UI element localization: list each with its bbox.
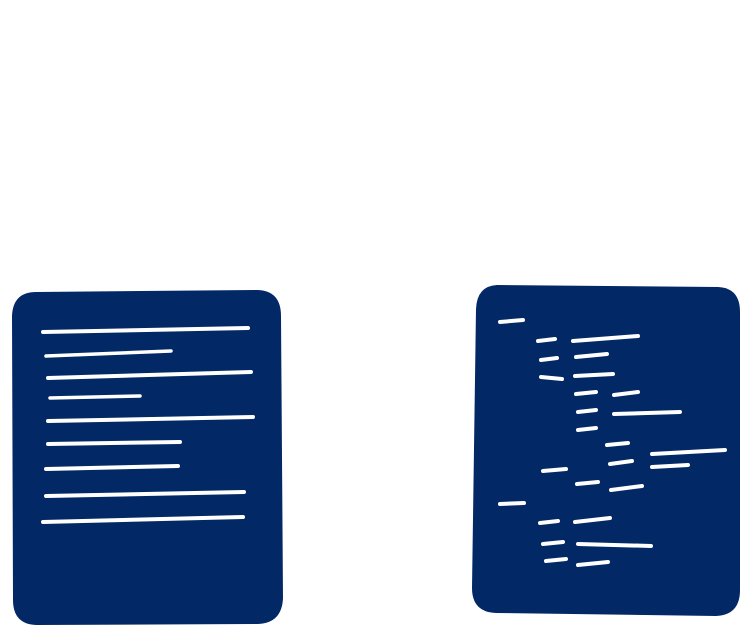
- code-line: [498, 501, 526, 506]
- code-line: [574, 390, 598, 396]
- code-line: [541, 540, 565, 546]
- code-line: [536, 337, 557, 343]
- code-line: [573, 516, 612, 524]
- code-line: [541, 467, 568, 473]
- text-line: [46, 440, 182, 446]
- text-line: [41, 515, 245, 524]
- code-card-background: [472, 285, 740, 616]
- code-line: [608, 459, 634, 466]
- code-line: [538, 519, 560, 525]
- code-line: [612, 390, 640, 397]
- text-line: [44, 490, 246, 498]
- code-line: [498, 318, 525, 324]
- code-line: [539, 356, 559, 362]
- code-line: [576, 560, 610, 567]
- prose-card-background: [12, 290, 283, 625]
- text-line: [44, 349, 173, 358]
- text-line: [46, 370, 253, 380]
- code-line: [575, 480, 600, 486]
- text-line: [48, 394, 142, 400]
- code-lines: [498, 318, 727, 567]
- code-line: [576, 408, 598, 414]
- text-line: [44, 464, 180, 471]
- code-line: [571, 334, 640, 343]
- code-line: [612, 410, 682, 416]
- text-line: [46, 415, 255, 423]
- code-line: [609, 484, 644, 492]
- code-line: [539, 375, 564, 381]
- code-line: [573, 372, 615, 378]
- prose-document-card: [12, 290, 283, 625]
- code-line: [574, 352, 609, 359]
- text-line: [41, 326, 250, 334]
- prose-text-lines: [41, 326, 255, 524]
- code-line: [544, 557, 568, 563]
- code-line: [576, 542, 653, 548]
- code-line: [576, 426, 598, 432]
- code-line: [650, 448, 727, 456]
- code-line: [650, 463, 690, 469]
- code-document-card: [472, 285, 740, 616]
- code-line: [605, 441, 630, 447]
